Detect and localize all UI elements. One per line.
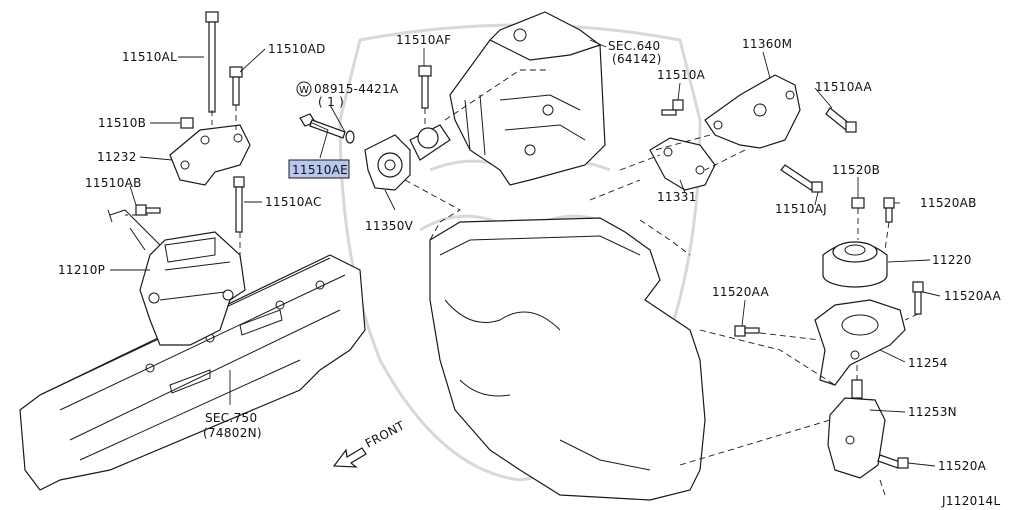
bolt-11520ab	[883, 197, 895, 223]
bolt-11510aj	[780, 164, 823, 193]
diagram-id: J112014L	[941, 494, 1000, 508]
label-11254[interactable]: 11254	[908, 356, 948, 370]
label-11510ad[interactable]: 11510AD	[268, 42, 326, 56]
bolt-11520aa-left	[734, 325, 760, 337]
insulator-11220	[822, 241, 888, 288]
bracket-11232	[169, 124, 251, 186]
label-sec750[interactable]: SEC.750	[205, 411, 257, 425]
label-sec640[interactable]: SEC.640	[608, 39, 660, 53]
engine-mount-11210p	[107, 209, 246, 346]
engine-block	[429, 217, 706, 501]
bracket-11253n	[827, 379, 886, 479]
front-direction-indicator: FRONT	[332, 418, 407, 468]
bolt-11510af	[418, 65, 432, 109]
label-11520b[interactable]: 11520B	[832, 163, 880, 177]
bolt-11510b	[180, 117, 194, 129]
bolt-11520a	[877, 454, 909, 469]
bracket-11254	[814, 299, 906, 386]
label-11350v[interactable]: 11350V	[365, 219, 414, 233]
mount-11350v	[364, 124, 451, 191]
front-arrow-icon	[332, 447, 367, 468]
bracket-11360m	[704, 74, 801, 149]
label-11510aj[interactable]: 11510AJ	[775, 202, 827, 216]
washer-symbol-circle	[296, 81, 312, 97]
label-washer-qty: ( 1 )	[318, 95, 344, 109]
front-label: FRONT	[363, 418, 407, 450]
transmission-housing	[449, 11, 606, 186]
label-sec750-sub: (74802N)	[203, 426, 262, 440]
bolt-11520aa-right	[912, 281, 924, 315]
label-11510al[interactable]: 11510AL	[122, 50, 177, 64]
label-11510aa-top[interactable]: 11510AA	[815, 80, 873, 94]
label-11520a[interactable]: 11520A	[938, 459, 987, 473]
bolt-11510a	[661, 99, 684, 116]
label-11253n[interactable]: 11253N	[908, 405, 957, 419]
bolt-11510aa-top	[825, 107, 857, 133]
label-11210p[interactable]: 11210P	[58, 263, 105, 277]
label-11520aa-right[interactable]: 11520AA	[944, 289, 1002, 303]
bolt-11510ac	[233, 176, 245, 233]
bolt-11510ae	[299, 113, 355, 144]
label-11220[interactable]: 11220	[932, 253, 972, 267]
bracket-11331	[649, 137, 716, 191]
nut-11520b	[851, 197, 865, 209]
label-washer-code[interactable]: 08915-4421A	[314, 82, 399, 96]
bolt-11510ab	[135, 204, 161, 216]
bolt-11510ad	[229, 66, 243, 106]
label-11510b[interactable]: 11510B	[98, 116, 146, 130]
label-11520ab[interactable]: 11520AB	[920, 196, 977, 210]
label-11520aa-left[interactable]: 11520AA	[712, 285, 770, 299]
part-labels: 11510AL 11510AD 11510B 11232 11510AB 115…	[58, 33, 1002, 473]
alignment-lines	[125, 69, 919, 496]
washer-symbol: W	[299, 85, 309, 96]
label-11510af[interactable]: 11510AF	[396, 33, 451, 47]
label-11331[interactable]: 11331	[657, 190, 697, 204]
label-11510ab[interactable]: 11510AB	[85, 176, 142, 190]
label-11510ae[interactable]: 11510AE	[292, 163, 348, 177]
label-11510ae-highlight	[288, 159, 350, 179]
label-11232[interactable]: 11232	[97, 150, 137, 164]
label-11360m[interactable]: 11360M	[742, 37, 792, 51]
bolt-11510al	[205, 11, 219, 113]
label-11510ac[interactable]: 11510AC	[265, 195, 322, 209]
leader-lines	[110, 39, 941, 467]
label-sec640-sub: (64142)	[612, 52, 662, 66]
label-11510a[interactable]: 11510A	[657, 68, 706, 82]
